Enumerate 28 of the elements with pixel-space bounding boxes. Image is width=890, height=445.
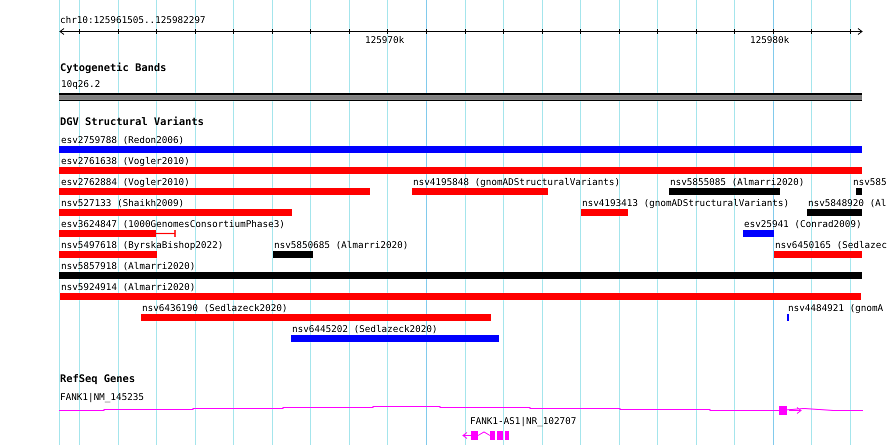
variant-label: nsv4484921 (gnomA — [788, 303, 884, 314]
coordinate-range: chr10:125961505..125982297 — [60, 15, 206, 26]
variant-label: nsv5857918 (Almarri2020) — [61, 261, 196, 272]
variant-label: esv25941 (Conrad2009) — [744, 219, 862, 230]
variant-label: nsv5497618 (ByrskaBishop2022) — [61, 240, 224, 251]
variant-label: nsv4195848 (gnomADStructuralVariants) — [413, 177, 620, 188]
variant-label: nsv527133 (Shaikh2009) — [61, 198, 184, 209]
gene-label: FANK1|NM_145235 — [60, 392, 144, 403]
variant-label: esv2761638 (Vogler2010) — [61, 156, 190, 167]
gene-label: FANK1-AS1|NR_102707 — [470, 416, 576, 427]
band-label: 10q26.2 — [61, 79, 100, 90]
track-title: DGV Structural Variants — [60, 117, 204, 128]
variant-label: nsv6436190 (Sedlazeck2020) — [142, 303, 288, 314]
variant-label: nsv5850685 (Almarri2020) — [274, 240, 408, 251]
variant-label: nsv6445202 (Sedlazeck2020) — [292, 324, 438, 335]
variant-label: nsv4193413 (gnomADStructuralVariants) — [582, 198, 790, 209]
variant-label: nsv6450165 (Sedlazec — [775, 240, 887, 251]
tick-label: 125980k — [750, 35, 790, 46]
variant-label: nsv5924914 (Almarri2020) — [61, 282, 196, 293]
variant-label: esv2762884 (Vogler2010) — [61, 177, 190, 188]
variant-label: esv3624847 (1000GenomesConsortiumPhase3) — [61, 219, 285, 230]
variant-label: nsv5848920 (Al — [808, 198, 886, 209]
variant-label: nsv5855085 (Almarri2020) — [670, 177, 804, 188]
variant-label: nsv585 — [853, 177, 887, 188]
variant-label: esv2759788 (Redon2006) — [61, 135, 184, 146]
track-title: Cytogenetic Bands — [60, 63, 166, 74]
tick-label: 125970k — [365, 35, 404, 46]
track-title: RefSeq Genes — [60, 374, 136, 385]
